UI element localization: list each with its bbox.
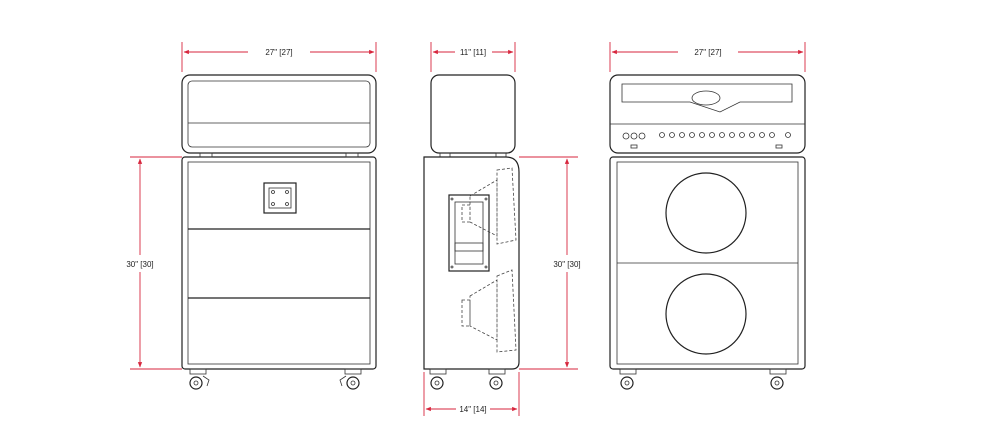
dimension-side-bottom-width-label: 14" [14]	[459, 405, 486, 414]
jack-plate-inner	[268, 187, 292, 209]
front-head-foot-left	[199, 152, 213, 158]
head-knobs	[622, 132, 791, 149]
front-cabinet	[181, 156, 377, 370]
dimension-back-width-label: 27" [27]	[694, 48, 721, 57]
front-head-foot-right	[345, 152, 359, 158]
side-view	[423, 74, 520, 390]
front-caster-left	[189, 368, 210, 390]
speaker-lower	[665, 273, 747, 355]
front-cabinet-inner	[187, 161, 371, 365]
speaker-upper	[665, 172, 747, 254]
side-handle	[448, 194, 490, 272]
side-upper-speaker-hidden	[461, 167, 517, 245]
dimension-front-height: 30" [30]	[126, 156, 182, 370]
head-logo	[691, 90, 721, 106]
front-caster-right	[339, 368, 362, 390]
jack-plate	[263, 182, 297, 214]
dimension-side-height: 30" [30]	[519, 156, 581, 370]
side-caster-right	[488, 368, 506, 390]
side-lower-speaker-hidden	[461, 269, 517, 353]
dimension-side-height-label: 30" [30]	[553, 260, 580, 269]
back-caster-left	[619, 368, 637, 390]
dimension-back-width: 27" [27]	[609, 42, 806, 72]
dimension-front-width: 27" [27]	[181, 42, 377, 72]
head-panel-window	[621, 83, 793, 113]
front-head-inner	[187, 80, 371, 148]
dimension-side-top-width-label: 11" [11]	[460, 48, 486, 57]
dimension-front-height-label: 30" [30]	[126, 260, 153, 269]
side-head-box	[430, 74, 516, 154]
back-caster-right	[769, 368, 787, 390]
back-head-box	[609, 74, 806, 154]
dimension-side-top-width: 11" [11]	[430, 42, 516, 72]
back-view	[609, 74, 806, 390]
back-cabinet	[609, 156, 806, 370]
dimension-side-bottom-width: 14" [14]	[423, 372, 520, 416]
front-head-box	[181, 74, 377, 154]
side-caster-left	[429, 368, 447, 390]
dimension-front-width-label: 27" [27]	[265, 48, 292, 57]
front-view	[181, 74, 377, 390]
side-cabinet	[423, 156, 520, 370]
side-handle-inner	[454, 201, 484, 265]
